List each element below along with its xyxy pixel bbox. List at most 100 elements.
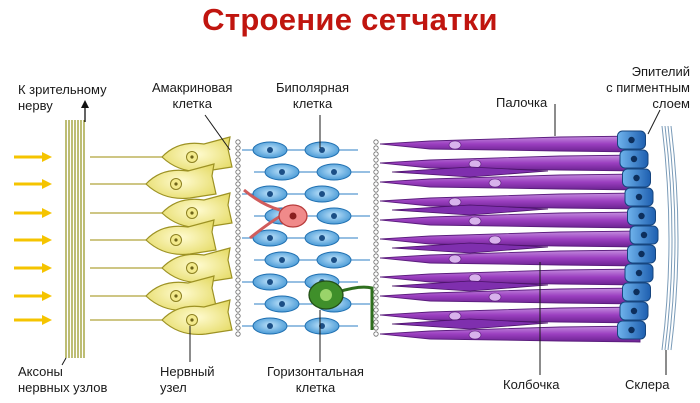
bipolar-nucleus: [279, 301, 285, 307]
rod-nucleus: [448, 311, 462, 321]
epithelium-nucleus: [628, 326, 635, 334]
synapse-dot: [235, 169, 241, 175]
synapse-dot: [235, 151, 241, 157]
synapse-dot: [235, 301, 241, 307]
cone-cell: [391, 166, 549, 178]
synapse-dot: [373, 211, 379, 217]
synapse-dot: [235, 181, 241, 187]
rod-nucleus: [468, 330, 482, 340]
epithelium-nucleus: [633, 174, 640, 182]
label-bipolar-cell: Биполярная клетка: [276, 80, 350, 111]
cone-cell: [391, 204, 549, 216]
rod-cell: [379, 287, 641, 305]
synapse-dot: [373, 139, 379, 145]
ganglion-nucleolus: [190, 266, 194, 270]
synapse-dot: [235, 223, 241, 229]
synapse-dot: [373, 283, 379, 289]
synapse-dot: [373, 187, 379, 193]
synapse-dot: [235, 319, 241, 325]
ganglion-nucleolus: [190, 211, 194, 215]
synapse-dot: [235, 331, 241, 337]
synapse-dot: [373, 265, 379, 271]
bipolar-nucleus: [279, 169, 285, 175]
sclera-line: [667, 125, 676, 351]
synapse-dot: [373, 175, 379, 181]
light-arrow-head: [42, 208, 52, 218]
synapse-dot: [373, 151, 379, 157]
synapse-dot: [373, 253, 379, 259]
ganglion-nucleolus: [174, 294, 178, 298]
synapse-dot: [235, 175, 241, 181]
rod-cell: [379, 325, 641, 343]
rod-cell: [379, 192, 641, 210]
bipolar-nucleus: [331, 213, 337, 219]
synapse-dot: [235, 229, 241, 235]
light-arrow-head: [42, 291, 52, 301]
synapse-dot: [235, 193, 241, 199]
bipolar-nucleus: [279, 257, 285, 263]
light-arrow-head: [42, 263, 52, 273]
synapse-dot: [235, 265, 241, 271]
synapse-dot: [373, 157, 379, 163]
ganglion-cells: [90, 136, 233, 336]
synapse-dot: [235, 235, 241, 241]
synapse-dot: [373, 325, 379, 331]
synapse-dot: [373, 331, 379, 337]
label-optic-nerve: К зрительному нерву: [18, 82, 107, 113]
sclera-line: [661, 125, 670, 351]
synapse-dot: [373, 295, 379, 301]
synapse-dot: [373, 319, 379, 325]
ganglion-nucleolus: [174, 182, 178, 186]
synapse-dot: [235, 187, 241, 193]
synapse-dot: [373, 301, 379, 307]
amacrine-and-horizontal-cells: [243, 188, 374, 330]
label-sclera: Склера: [625, 377, 670, 392]
ganglion-nucleolus: [190, 318, 194, 322]
epithelium-nucleus: [638, 250, 645, 258]
epithelium-nucleus: [630, 307, 638, 315]
label-amacrine-cell: Амакриновая клетка: [152, 80, 233, 111]
synapse-dot: [373, 205, 379, 211]
synapse-dot: [235, 211, 241, 217]
synapse-dot: [235, 313, 241, 319]
synapse-dot: [235, 199, 241, 205]
synapse-dot: [235, 259, 241, 265]
bipolar-nucleus: [331, 257, 337, 263]
bipolar-nucleus: [319, 191, 325, 197]
axon-fibers: [65, 100, 89, 358]
synapse-dot: [235, 271, 241, 277]
label-axons: Аксоны нервных узлов: [18, 364, 108, 395]
label-cone: Колбочка: [503, 377, 560, 392]
label-leader-lines: [61, 104, 667, 375]
label-rod: Палочка: [496, 95, 548, 110]
leader-line: [204, 114, 231, 151]
leader-line: [61, 357, 67, 366]
rod-cell: [379, 211, 641, 229]
rod-nucleus: [448, 140, 462, 150]
synapse-dot: [373, 313, 379, 319]
bipolar-nucleus: [267, 279, 273, 285]
synapse-dot: [373, 223, 379, 229]
epithelium-nucleus: [638, 212, 645, 220]
synapse-dot: [373, 229, 379, 235]
sclera-line: [664, 125, 673, 351]
inner-synaptic-layer: [235, 139, 241, 337]
rod-cell: [379, 268, 641, 286]
photoreceptor-cells: [379, 135, 641, 343]
synapse-dot: [373, 199, 379, 205]
epithelium-nucleus: [640, 231, 648, 239]
epithelium-nucleus: [628, 136, 635, 144]
bipolar-cells: [242, 141, 370, 335]
rod-cell: [379, 249, 641, 267]
ganglion-nucleolus: [174, 238, 178, 242]
cone-cell: [391, 242, 549, 254]
synapse-dot: [235, 217, 241, 223]
synapse-dot: [235, 325, 241, 331]
synapse-dot: [373, 259, 379, 265]
leader-line: [647, 109, 661, 135]
pigment-epithelium: [617, 130, 659, 340]
label-horizontal-cell: Горизонтальная клетка: [267, 364, 364, 395]
rod-nucleus: [488, 292, 502, 302]
light-arrow-head: [42, 179, 52, 189]
